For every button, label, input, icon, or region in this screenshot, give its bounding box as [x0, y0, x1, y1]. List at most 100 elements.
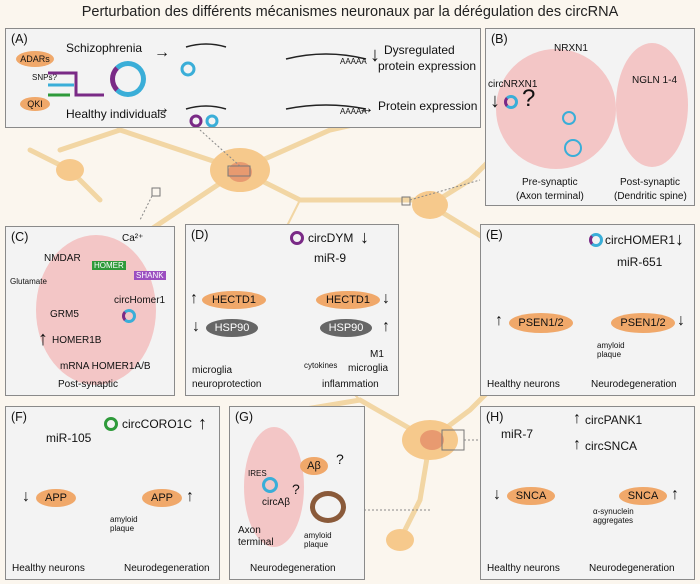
arrow-right-icon: →	[358, 100, 374, 117]
panel-e-label: (E)	[486, 228, 503, 242]
question-mark: ?	[522, 85, 536, 112]
presynaptic-terminal	[496, 49, 616, 169]
panel-d: (D) circDYM ↓ miR-9 HECTD1 HECTD1 ↑ ↓ HS…	[185, 224, 399, 396]
circrna-icon	[504, 95, 518, 109]
arrow-up-icon: ↑	[38, 328, 48, 350]
mrna-label: mRNA HOMER1A/B	[60, 361, 151, 372]
circrna-icon	[110, 61, 146, 97]
snca-right: SNCA	[619, 487, 667, 505]
shank-protein: SHANK	[134, 271, 166, 280]
qki-badge: QKI	[20, 97, 50, 111]
psen-left: PSEN1/2	[509, 313, 573, 333]
panel-d-label: (D)	[191, 228, 209, 242]
arrow-down-icon: ↓	[490, 90, 500, 112]
homer1b-label: HOMER1B	[52, 335, 102, 346]
asyn-label: α-synuclein aggregates	[593, 507, 634, 525]
circrna-icon	[262, 477, 278, 493]
axon-label-1: Axon	[238, 525, 261, 536]
m1-label: M1	[370, 349, 384, 360]
neurodegeneration-label: Neurodegeneration	[124, 563, 210, 574]
homer-protein: HOMER	[92, 261, 126, 270]
adars-badge: ADARs	[16, 51, 54, 67]
microglia-neuroprotection-2: neuroprotection	[192, 379, 262, 390]
mir9-label: miR-9	[314, 251, 346, 265]
amyloid-plaque-icon	[310, 491, 346, 523]
axon-label-2: terminal	[238, 537, 274, 548]
snca-left: SNCA	[507, 487, 555, 505]
arrow-up-icon: ↑	[573, 410, 581, 427]
panel-g-label: (G)	[235, 410, 254, 424]
grm5-label: GRM5	[50, 309, 79, 320]
arrow-down-icon: ↓	[22, 488, 30, 505]
arrow-right-icon: →	[154, 44, 170, 61]
ca-label: Ca²⁺	[122, 233, 144, 244]
nmdar-label: NMDAR	[44, 253, 81, 264]
mir651-label: miR-651	[617, 255, 663, 269]
hsp90-right: HSP90	[320, 319, 372, 337]
postsynaptic-spine	[616, 43, 688, 167]
circab-label: circAβ	[262, 497, 290, 508]
arrow-down-icon: ↓	[675, 229, 684, 249]
panel-b: (B) NRXN1 circNRXN1 ↓ ? NGLN 1-4 Pre-syn…	[485, 28, 695, 206]
postsynaptic-spine	[36, 235, 156, 385]
question-mark: ?	[336, 451, 344, 467]
cytokines-label: cytokines	[304, 361, 338, 370]
hectd1-right: HECTD1	[316, 291, 380, 309]
arrow-down-icon: ↓	[360, 227, 369, 247]
arrow-down-icon: ↓	[493, 486, 501, 503]
vesicle-icon	[562, 111, 576, 125]
circrna-icon	[122, 309, 136, 323]
ab-badge: Aβ	[300, 457, 328, 475]
circrna-icon	[589, 233, 603, 247]
vesicle-icon	[564, 139, 582, 157]
schizophrenia-label: Schizophrenia	[66, 41, 143, 55]
mir105-label: miR-105	[46, 431, 92, 445]
nrxn1-label: NRXN1	[554, 43, 588, 54]
psen-right: PSEN1/2	[611, 313, 675, 333]
polya-tail: AAAAA	[340, 107, 367, 116]
arrow-up-icon: ↑	[671, 486, 679, 503]
dysregulated-label-1: Dysregulated	[384, 43, 455, 57]
figure-title: Perturbation des différents mécanismes n…	[81, 4, 619, 20]
panel-h: (H) miR-7 ↑ circPANK1 ↑ circSNCA SNCA SN…	[480, 406, 695, 580]
arrow-up-icon: ↑	[573, 436, 581, 453]
panel-f: (F) miR-105 circCORO1C ↑ APP APP ↓ ↑ amy…	[5, 406, 220, 580]
amyloid-label: amyloid plaque	[304, 531, 332, 549]
healthy-label: Healthy neurons	[487, 379, 560, 390]
arrow-down-icon: ↓	[370, 44, 380, 66]
postsynaptic-label-2: (Dendritic spine)	[614, 191, 687, 202]
glutamate-label: Glutamate	[10, 277, 47, 286]
postsynaptic-label-1: Post-synaptic	[620, 177, 681, 188]
circsnca-label: circSNCA	[585, 439, 638, 453]
arrow-down-icon: ↓	[192, 318, 200, 335]
inflammation-label: inflammation	[322, 379, 379, 390]
amyloid-label: amyloid plaque	[110, 515, 138, 533]
polya-tail: AAAAA	[340, 57, 367, 66]
ngln-label: NGLN 1-4	[632, 75, 678, 86]
circhomer1-label: circHOMER1	[605, 233, 676, 247]
app-left: APP	[36, 489, 76, 507]
presynaptic-label-2: (Axon terminal)	[516, 191, 584, 202]
question-mark: ?	[292, 481, 300, 497]
circpank1-label: circPANK1	[585, 413, 643, 427]
arrow-down-icon: ↓	[677, 312, 685, 329]
microglia-neuroprotection-1: microglia	[192, 365, 233, 376]
circcoro-label: circCORO1C	[122, 417, 193, 431]
hectd1-left: HECTD1	[202, 291, 266, 309]
presynaptic-label-1: Pre-synaptic	[522, 177, 578, 188]
dna-strand-icon	[48, 71, 104, 97]
amyloid-label: amyloid plaque	[597, 341, 625, 359]
panel-b-label: (B)	[491, 32, 508, 46]
panel-e: (E) circHOMER1 ↓ miR-651 PSEN1/2 PSEN1/2…	[480, 224, 695, 396]
circdym-label: circDYM	[308, 231, 354, 245]
neurodegeneration-label: Neurodegeneration	[591, 379, 677, 390]
protein-expression-label: Protein expression	[378, 99, 478, 113]
panel-f-label: (F)	[11, 410, 27, 424]
neurodegeneration-label: Neurodegeneration	[589, 563, 675, 574]
circrna-icon	[104, 417, 118, 431]
postsynaptic-label: Post-synaptic	[58, 379, 119, 390]
mir7-label: miR-7	[501, 427, 533, 441]
snps-label: SNPs?	[32, 73, 57, 82]
circnrxn1-label: circNRXN1	[488, 79, 538, 90]
arrow-up-icon: ↑	[198, 413, 207, 433]
